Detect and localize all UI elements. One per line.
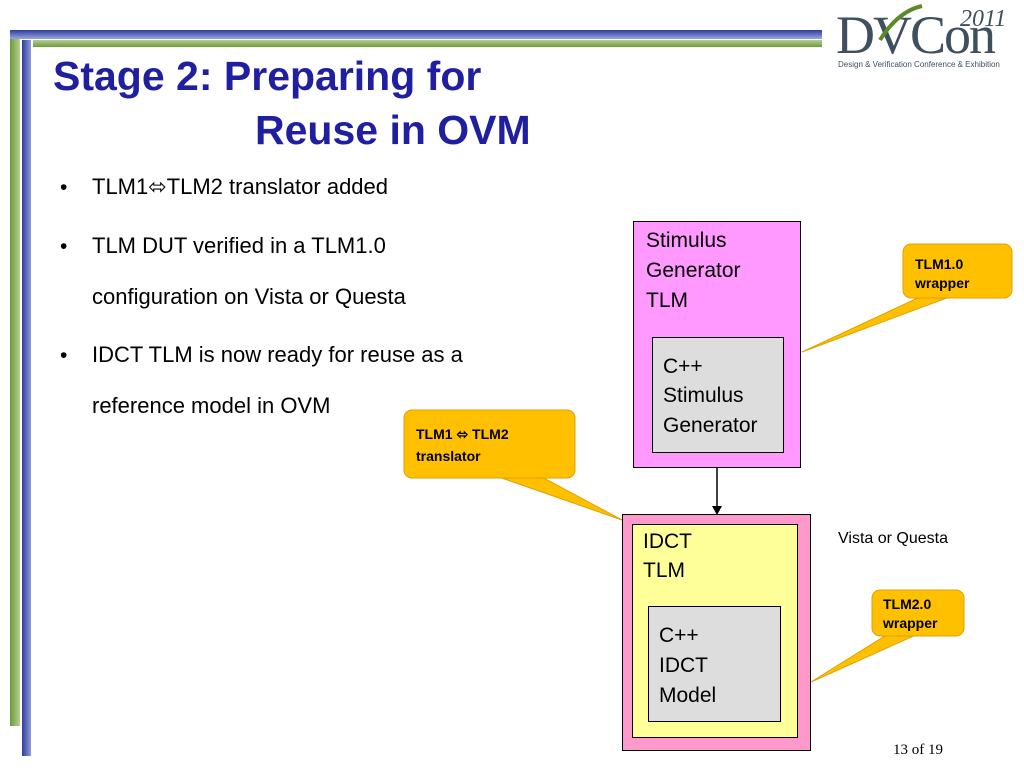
slide-title-line-2: Reuse in OVM <box>255 107 531 153</box>
tlm2-wrapper-callout-box <box>871 589 965 637</box>
idct-model-line-2: IDCT <box>659 654 708 677</box>
tlm1-wrapper-line-1: TLM1.0 <box>915 256 964 272</box>
bullet-marker: • <box>60 176 68 199</box>
stimulus-label-line-3: TLM <box>646 289 688 312</box>
translator-callout-box <box>403 409 576 479</box>
tlm1-wrapper-line-2: wrapper <box>915 275 970 291</box>
slide-title-line-1: Stage 2: Preparing for <box>53 53 482 99</box>
cpp-stimulus-generator-box <box>652 337 784 453</box>
tlm2-wrapper-line-2: wrapper <box>883 615 938 631</box>
stim-inner-line-3: Generator <box>663 414 758 437</box>
idct-label-line-2: TLM <box>643 559 685 582</box>
translator-line-1: TLM1 ⬄ TLM2 <box>416 426 509 442</box>
idct-model-line-3: Model <box>659 684 717 707</box>
bullet-text-3-line-1: IDCT TLM is now ready for reuse as a <box>92 342 463 367</box>
left-accent-bar-green <box>10 30 20 726</box>
translator-line-2: translator <box>416 448 481 464</box>
left-accent-bar-blue <box>22 40 31 756</box>
idct-label-line-1: IDCT <box>643 530 692 553</box>
environment-label: Vista or Questa <box>838 530 948 547</box>
cpp-idct-model-box <box>648 606 781 722</box>
logo-tagline: Design & Verification Conference & Exhib… <box>838 60 1000 69</box>
bullet-marker: • <box>60 235 68 258</box>
bullet-marker: • <box>60 344 68 367</box>
logo-swoosh-icon <box>878 4 923 42</box>
bullet-text-2-line-1: TLM DUT verified in a TLM1.0 <box>92 233 386 258</box>
stim-inner-line-2: Stimulus <box>663 384 744 407</box>
bullet-text-3-line-2: reference model in OVM <box>92 393 331 418</box>
top-accent-bar-green <box>33 40 822 47</box>
top-accent-bar-blue <box>10 30 822 39</box>
idct-model-line-1: C++ <box>659 624 699 647</box>
logo-word: DVCon <box>836 5 996 65</box>
bullet-text-2-line-2: configuration on Vista or Questa <box>92 284 406 309</box>
stimulus-label-line-2: Generator <box>646 259 741 282</box>
stimulus-label-line-1: Stimulus <box>646 229 727 252</box>
tlm2-wrapper-line-1: TLM2.0 <box>883 596 932 612</box>
stimulus-to-idct-arrowhead <box>712 506 722 515</box>
stim-inner-line-1: C++ <box>663 355 703 378</box>
page-indicator: 13 of 19 <box>893 742 943 758</box>
bullet-text-1: TLM1⬄TLM2 translator added <box>92 174 389 199</box>
logo-year: 2011 <box>960 6 1007 32</box>
tlm1-wrapper-callout-box <box>902 243 1013 299</box>
